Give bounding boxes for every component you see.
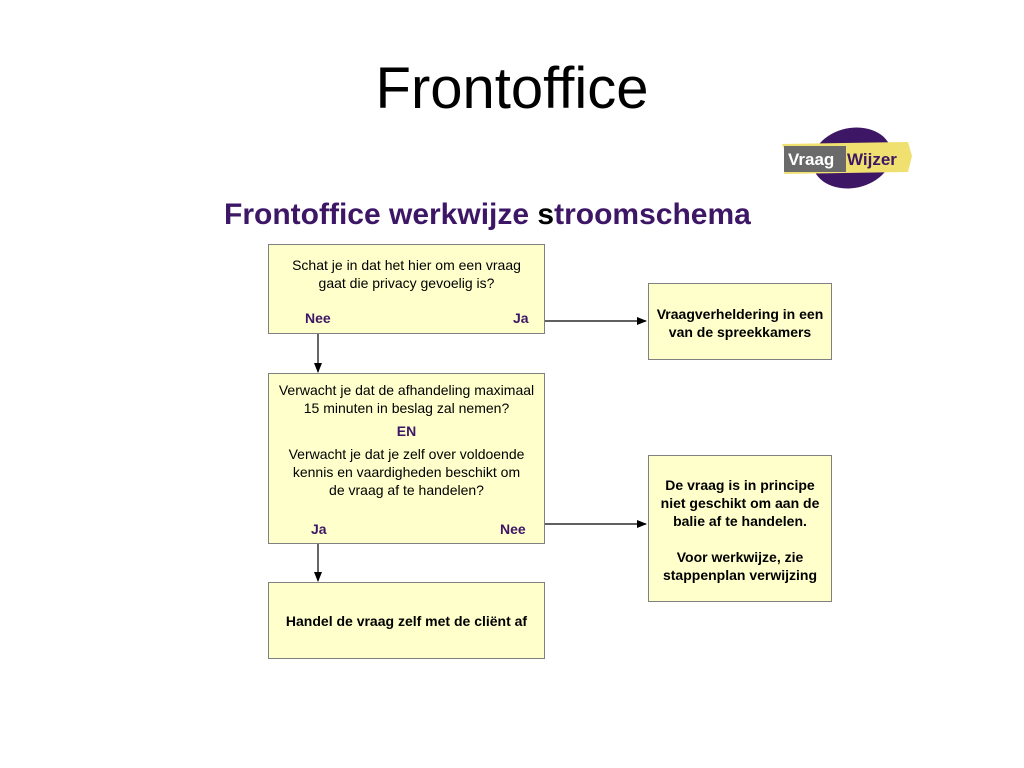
consultation-room-box: Vraagverheldering in een van de spreekka… bbox=[648, 283, 832, 360]
referral-box: De vraag is in principe niet geschikt om… bbox=[648, 455, 832, 602]
box2-line2: van de spreekkamers bbox=[668, 324, 812, 340]
and-label: EN bbox=[396, 423, 417, 439]
box4-line3: balie af te handelen. bbox=[673, 513, 807, 529]
box4-line4: Voor werkwijze, zie bbox=[676, 549, 804, 565]
subtitle-part1: Frontoffice werkwijze bbox=[224, 198, 538, 231]
box3-q1-line1: Verwacht je dat de afhandeling maximaal bbox=[278, 382, 535, 398]
subtitle-part2: s bbox=[537, 198, 555, 231]
box3-q2-line2: kennis en vaardigheden beschikt om bbox=[292, 464, 521, 480]
subtitle-part3: troomschema bbox=[554, 198, 751, 231]
handling-question-box: Verwacht je dat de afhandeling maximaal … bbox=[268, 373, 545, 544]
box3-q2-line1: Verwacht je dat je zelf over voldoende bbox=[288, 446, 525, 462]
box4-line5: stappenplan verwijzing bbox=[662, 567, 818, 583]
box4-line1: De vraag is in principe bbox=[665, 477, 815, 493]
handle-yes-label: Ja bbox=[311, 521, 327, 537]
logo-word-wijzer: Wijzer bbox=[847, 150, 897, 169]
box5-line1: Handel de vraag zelf met de cliënt af bbox=[285, 613, 528, 629]
box2-line1: Vraagverheldering in een bbox=[656, 306, 824, 322]
page-title: Frontoffice bbox=[375, 56, 649, 121]
self-handle-box: Handel de vraag zelf met de cliënt af bbox=[268, 582, 545, 659]
handle-no-label: Nee bbox=[500, 521, 526, 537]
box1-line1: Schat je in dat het hier om een vraag bbox=[292, 257, 521, 273]
logo-word-vraag: Vraag bbox=[788, 150, 834, 169]
privacy-no-label: Nee bbox=[305, 310, 331, 326]
box3-q2-line3: de vraag af te handelen? bbox=[329, 482, 484, 498]
box1-line2: gaat die privacy gevoelig is? bbox=[318, 275, 495, 291]
subtitle: Frontoffice werkwijze stroomschema bbox=[224, 198, 904, 232]
box3-q1-line2: 15 minuten in beslag zal nemen? bbox=[303, 400, 510, 416]
privacy-question-box: Schat je in dat het hier om een vraag ga… bbox=[268, 244, 545, 334]
vraagwijzer-logo: Vraag Wijzer bbox=[782, 127, 912, 189]
privacy-yes-label: Ja bbox=[513, 310, 529, 326]
box4-line2: niet geschikt om aan de bbox=[660, 495, 820, 511]
